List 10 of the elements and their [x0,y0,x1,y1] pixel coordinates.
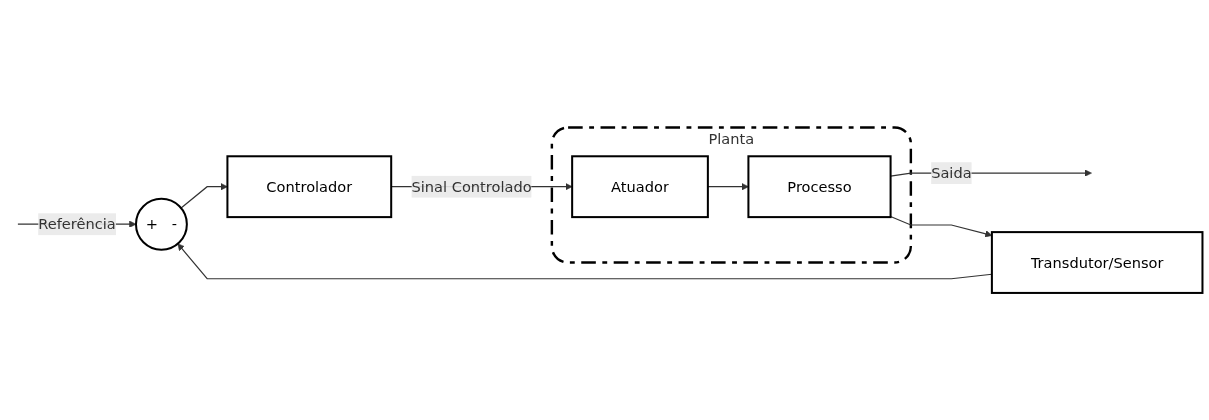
node-box: Transdutor/Sensor [990,230,1204,294]
edge-label: Sinal Controlado [411,177,532,195]
node-box: Controlador [226,155,393,218]
edge-label: Saida [931,164,972,182]
node-box: Atuador [571,155,709,218]
node-circle: + - [134,197,188,251]
arrow [707,182,749,191]
node-box: Processo [747,155,892,218]
edge-label: Referência [38,215,116,233]
arrow [180,182,228,209]
